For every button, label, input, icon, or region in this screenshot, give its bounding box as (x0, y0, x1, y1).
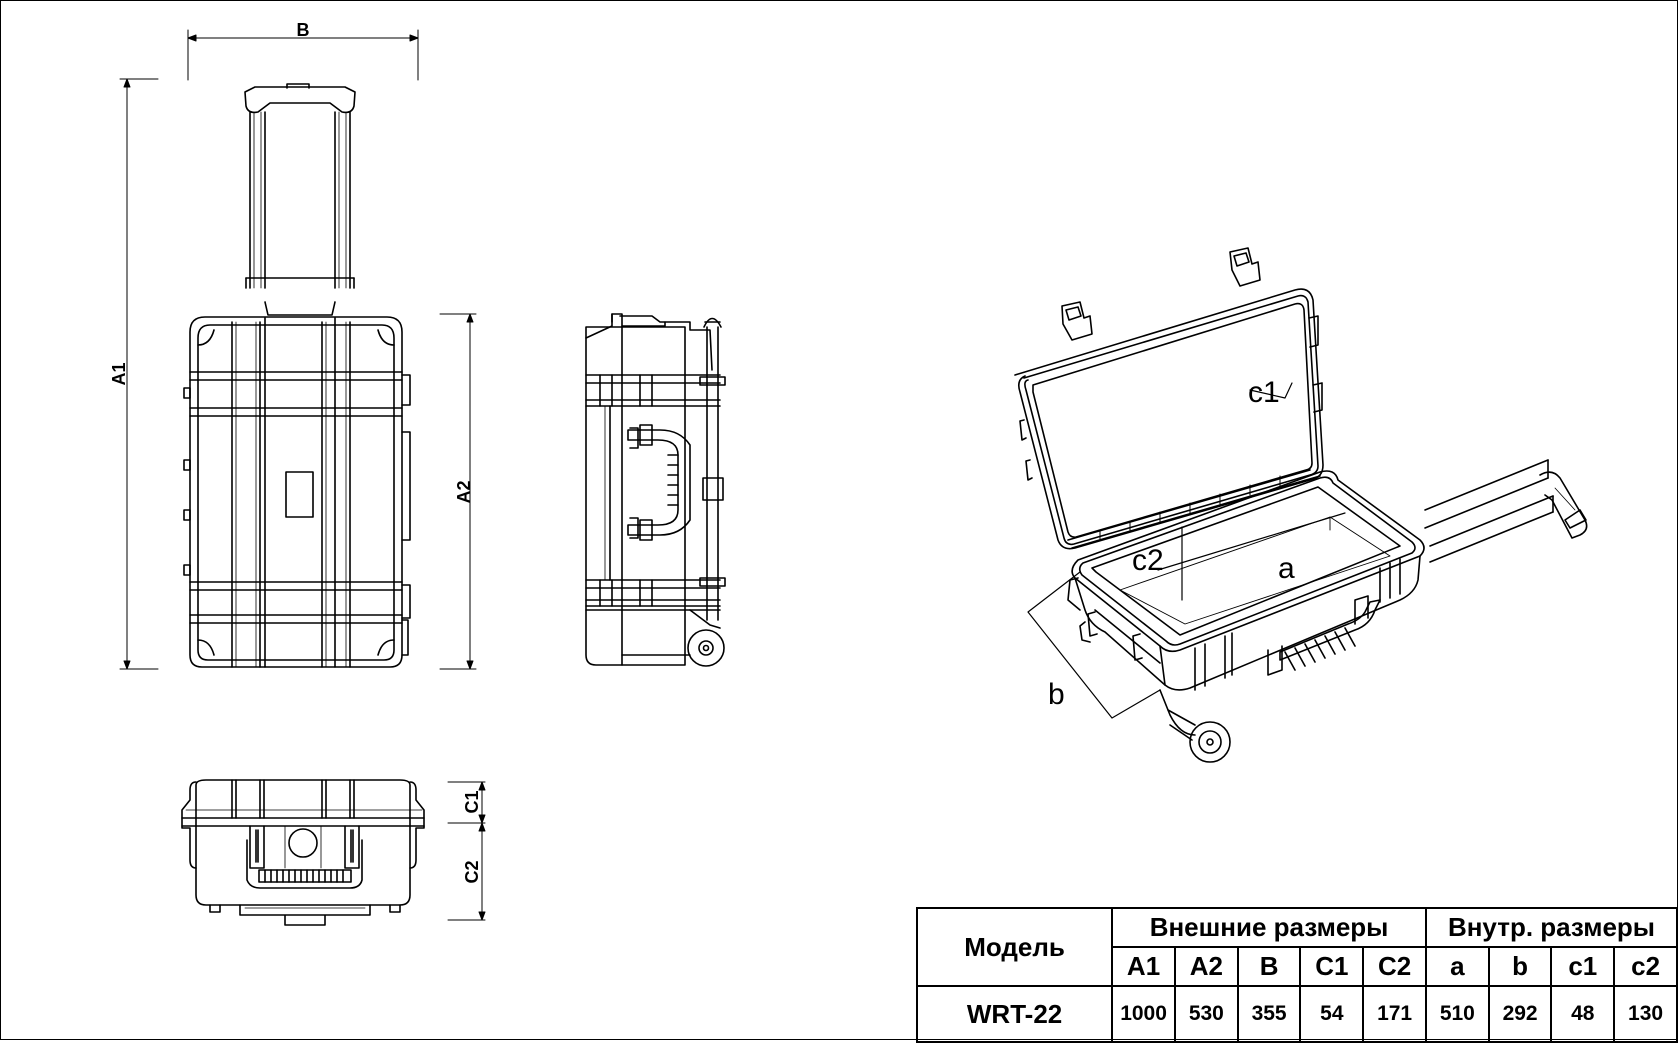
internal-dimensions-header: Внутр. размеры (1424, 907, 1678, 948)
side-view (585, 313, 726, 667)
value-inner-a: 510 (1424, 985, 1490, 1043)
col-header-a2: A2 (1173, 946, 1239, 987)
col-header-b: B (1236, 946, 1302, 987)
front-view (183, 83, 411, 668)
isometric-view (1014, 247, 1588, 763)
col-header-c1: C1 (1299, 946, 1365, 987)
label-iso-c1: c1 (1248, 376, 1280, 409)
value-inner-b: 292 (1487, 985, 1553, 1043)
value-c2: 171 (1362, 985, 1427, 1043)
col-header-c2: C2 (1362, 946, 1427, 987)
value-c1: 54 (1299, 985, 1365, 1043)
value-a1: 1000 (1111, 985, 1176, 1043)
col-header-inner-c2: c2 (1613, 946, 1678, 987)
value-inner-c1: 48 (1550, 985, 1616, 1043)
label-a1: A1 (109, 362, 129, 385)
bottom-view (181, 779, 425, 926)
col-header-inner-a: a (1424, 946, 1490, 987)
dimension-b (187, 29, 419, 81)
label-iso-a: a (1278, 552, 1295, 585)
label-c2: C2 (462, 860, 482, 883)
col-header-inner-b: b (1487, 946, 1553, 987)
model-header: Модель (915, 907, 1114, 987)
label-c1: C1 (462, 790, 482, 813)
iso-dimension-lines (1027, 382, 1346, 719)
dimension-c1-c2 (447, 781, 486, 921)
value-b: 355 (1236, 985, 1302, 1043)
label-b: B (297, 20, 310, 40)
label-iso-c2: c2 (1132, 544, 1164, 577)
value-a2: 530 (1173, 985, 1239, 1043)
value-inner-c2: 130 (1613, 985, 1678, 1043)
table-row: WRT-22 1000 530 355 54 171 510 292 48 13… (915, 985, 1678, 1043)
label-iso-b: b (1048, 678, 1065, 711)
col-header-inner-c1: c1 (1550, 946, 1616, 987)
label-a2: A2 (454, 480, 474, 503)
dimension-a2 (439, 313, 477, 670)
external-dimensions-header: Внешние размеры (1111, 907, 1427, 948)
model-cell: WRT-22 (915, 985, 1114, 1043)
dimensions-table: Модель Внешние размеры Внутр. размеры A1… (915, 907, 1678, 1043)
col-header-a1: A1 (1111, 946, 1176, 987)
dimension-a1 (119, 78, 159, 670)
